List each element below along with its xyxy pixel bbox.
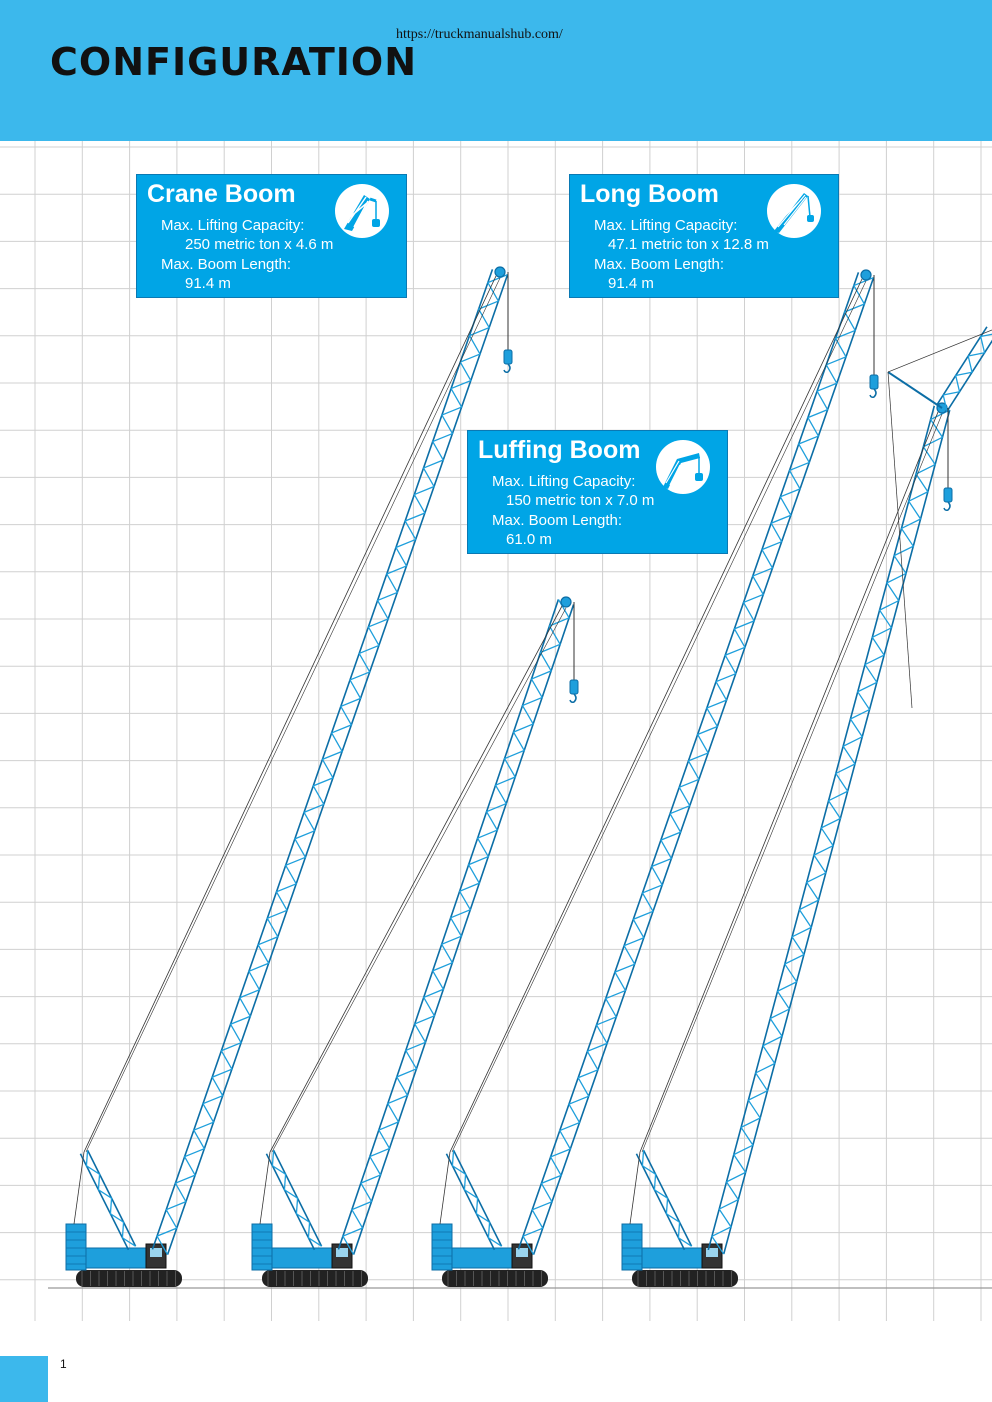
- background-grid: [0, 141, 992, 1321]
- capacity-value: 150 metric ton x 7.0 m: [506, 492, 655, 509]
- page-header: https://truckmanualshub.com/ CONFIGURATI…: [0, 0, 992, 141]
- box-title: Crane Boom: [147, 180, 296, 208]
- crane-boom-icon: [335, 184, 389, 238]
- box-title: Luffing Boom: [478, 436, 641, 464]
- luffing-boom-box: Luffing Boom Max. Lifting Capacity: 150 …: [467, 430, 728, 554]
- luffing-crane-illustration: [621, 326, 992, 1287]
- capacity-label: Max. Lifting Capacity:: [594, 217, 738, 234]
- capacity-value: 250 metric ton x 4.6 m: [185, 236, 334, 253]
- capacity-label: Max. Lifting Capacity:: [161, 217, 305, 234]
- short-crane-illustration: [251, 596, 579, 1287]
- source-url: https://truckmanualshub.com/: [396, 27, 563, 42]
- long-boom-illustration: [431, 269, 879, 1287]
- length-value: 91.4 m: [608, 275, 654, 292]
- page-number: 1: [60, 1357, 67, 1371]
- long-boom-box: Long Boom Max. Lifting Capacity: 47.1 me…: [569, 174, 839, 298]
- capacity-value: 47.1 metric ton x 12.8 m: [608, 236, 769, 253]
- box-title: Long Boom: [580, 180, 719, 208]
- crane-boom-illustration: [65, 266, 513, 1287]
- length-label: Max. Boom Length:: [492, 512, 623, 529]
- luffing-boom-icon: [656, 440, 710, 494]
- crane-boom-box: Crane Boom Max. Lifting Capacity: 250 me…: [136, 174, 407, 298]
- length-label: Max. Boom Length:: [594, 256, 725, 273]
- capacity-label: Max. Lifting Capacity:: [492, 473, 636, 490]
- length-label: Max. Boom Length:: [161, 256, 292, 273]
- length-value: 91.4 m: [185, 275, 231, 292]
- page-corner-bar: [0, 1356, 48, 1402]
- long-boom-icon: [767, 184, 821, 238]
- page-title: CONFIGURATION: [50, 40, 418, 84]
- length-value: 61.0 m: [506, 531, 552, 548]
